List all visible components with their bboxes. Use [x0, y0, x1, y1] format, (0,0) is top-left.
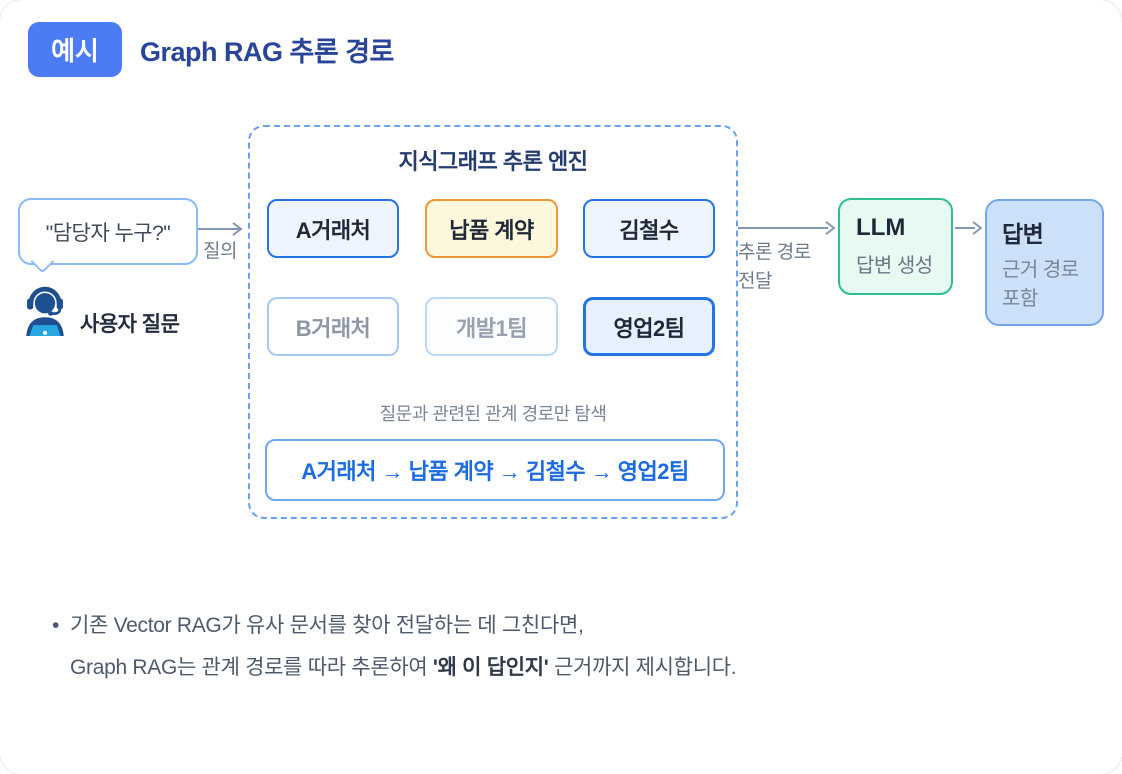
note-line2-text: Graph RAG는 관계 경로를 따라 추론하여 '왜 이 답인지' 근거까지…	[70, 647, 737, 689]
llm-title: LLM	[856, 214, 906, 241]
note-indent	[52, 647, 70, 689]
handoff-arrow-label: 추론 경로 전달	[738, 238, 811, 297]
node-supply-contract: 납품 계약	[425, 199, 558, 258]
note-line2-bold: '왜 이 답인지'	[432, 656, 549, 679]
note-line1: • 기존 Vector RAG가 유사 문서를 찾아 전달하는 데 그친다면,	[52, 605, 736, 647]
example-badge: 예시	[28, 22, 122, 77]
llm-box: LLM 답변 생성	[838, 198, 953, 295]
node-kim-cheolsu: 김철수	[583, 199, 715, 258]
support-agent-icon	[26, 286, 64, 336]
answer-box: 답변 근거 경로 포함	[985, 199, 1104, 326]
node-vendor-b: B거래처	[267, 297, 399, 356]
page-title: Graph RAG 추론 경로	[140, 37, 394, 67]
knowledge-graph-engine-panel: 지식그래프 추론 엔진 A거래처 납품 계약 김철수 B거래처 개발1팀 영업2…	[248, 125, 738, 519]
note-line1-text: 기존 Vector RAG가 유사 문서를 찾아 전달하는 데 그친다면,	[70, 614, 584, 637]
note-line2: Graph RAG는 관계 경로를 따라 추론하여 '왜 이 답인지' 근거까지…	[52, 647, 737, 689]
node-dev-team1: 개발1팀	[425, 297, 558, 356]
note-line2-prefix: Graph RAG는 관계 경로를 따라 추론하여	[70, 656, 433, 679]
user-question-label: 사용자 질문	[80, 313, 180, 336]
summary-note: • 기존 Vector RAG가 유사 문서를 찾아 전달하는 데 그친다면, …	[52, 605, 737, 689]
note-bullet: •	[52, 614, 60, 637]
answer-subtitle: 근거 경로 포함	[1002, 259, 1079, 310]
user-speech-bubble: "담당자 누구?"	[18, 198, 198, 265]
node-sales-team2: 영업2팀	[583, 297, 715, 356]
query-arrow-label: 질의	[203, 241, 237, 262]
handoff-label-line1: 추론 경로	[738, 242, 811, 263]
engine-caption: 질문과 관련된 관계 경로만 탐색	[379, 404, 607, 424]
llm-subtitle: 답변 생성	[856, 255, 933, 277]
engine-title: 지식그래프 추론 엔진	[398, 149, 588, 174]
note-line2-suffix: 근거까지 제시합니다.	[548, 656, 737, 679]
handoff-label-line2: 전달	[738, 271, 772, 293]
reasoning-path-box: A거래처 → 납품 계약 → 김철수 → 영업2팀	[265, 439, 725, 501]
answer-title: 답변	[1002, 221, 1044, 247]
node-vendor-a: A거래처	[267, 199, 399, 258]
